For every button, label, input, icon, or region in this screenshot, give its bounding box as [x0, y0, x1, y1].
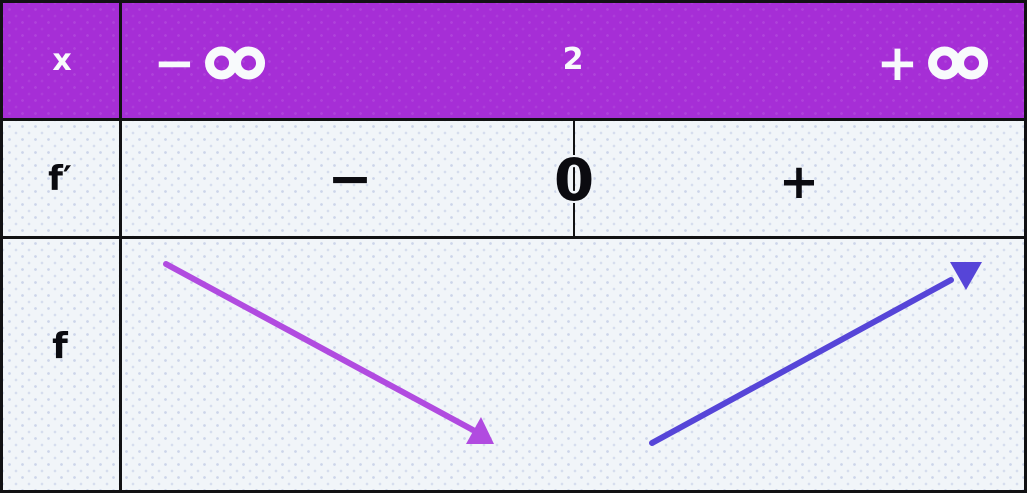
label-column-divider — [119, 3, 122, 490]
derivative-label: f′ — [48, 159, 72, 199]
header-row — [3, 3, 1024, 121]
function-row — [3, 239, 1024, 490]
derivative-sign-zero: 0 — [553, 146, 595, 214]
infinity-icon — [204, 46, 265, 80]
function-label: f — [52, 326, 68, 367]
x-value-negative-infinity: − — [154, 38, 267, 88]
infinity-icon — [927, 46, 988, 80]
x-value-positive-infinity: + — [877, 38, 990, 88]
zero-column-divider — [573, 121, 575, 239]
variable-label: x — [52, 43, 72, 78]
x-value-two: 2 — [562, 42, 584, 77]
derivative-sign-positive: + — [778, 154, 820, 210]
derivative-sign-negative: − — [327, 147, 373, 210]
derivative-row — [3, 121, 1024, 239]
